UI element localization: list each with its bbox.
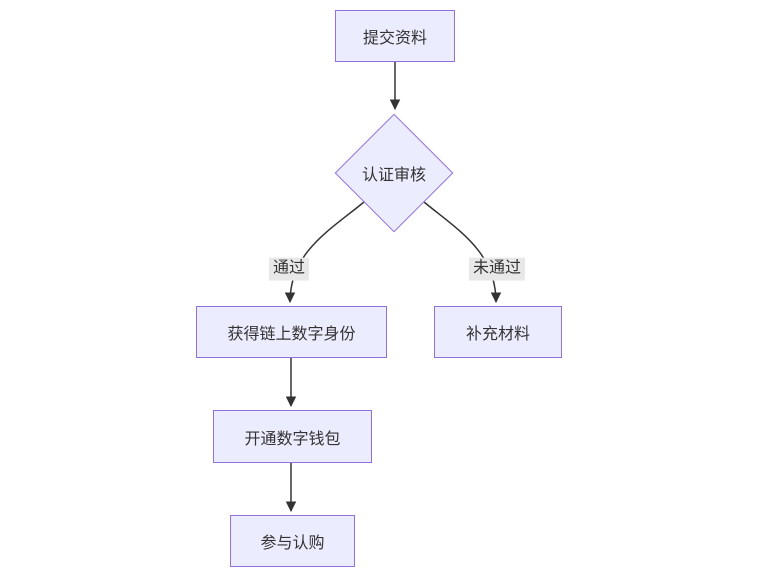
node-identity-label: 获得链上数字身份 (227, 326, 356, 343)
node-purchase: 参与认购 (230, 515, 355, 567)
node-supplement-label: 补充材料 (465, 326, 530, 343)
edge-review-identity (284, 201, 365, 304)
node-identity: 获得链上数字身份 (196, 306, 387, 358)
edge-label-fail: 未通过 (468, 257, 526, 281)
node-wallet-label: 开通数字钱包 (244, 430, 341, 448)
edge-label-pass: 通过 (268, 257, 310, 281)
node-review-label: 认证审核 (361, 167, 427, 184)
node-submit-label: 提交资料 (362, 30, 427, 47)
node-wallet: 开通数字钱包 (213, 410, 372, 463)
edge-review-supplement (423, 201, 502, 304)
node-purchase-label: 参与认购 (260, 535, 325, 552)
node-submit: 提交资料 (335, 10, 455, 62)
node-supplement: 补充材料 (434, 306, 562, 358)
